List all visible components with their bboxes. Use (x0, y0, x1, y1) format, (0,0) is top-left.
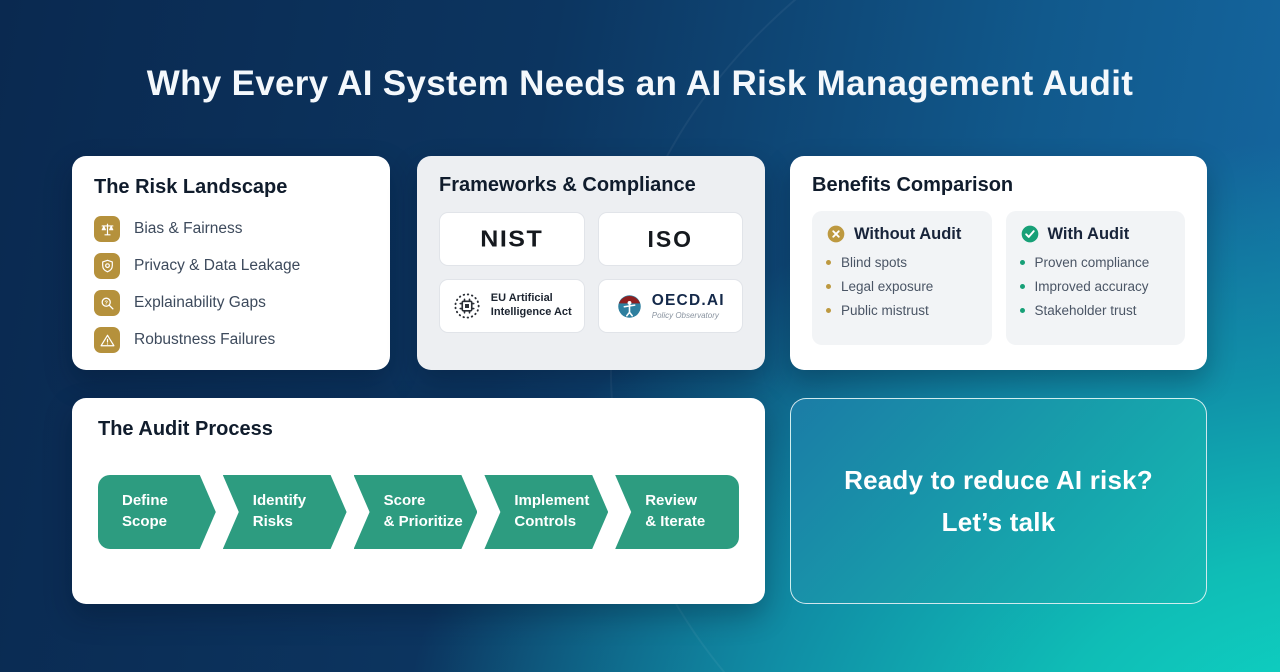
list-item: Privacy & Data Leakage (94, 253, 368, 279)
chip-icon (452, 291, 482, 321)
bullet-dot (1019, 260, 1025, 265)
magnifier-question-icon: ? (94, 290, 120, 316)
risk-item-label: Privacy & Data Leakage (134, 257, 301, 274)
bullet-dot (826, 308, 831, 313)
benefits-title: Benefits Comparison (812, 174, 1014, 196)
benefit-item-label: Legal exposure (841, 279, 934, 294)
page-title: Why Every AI System Needs an AI Risk Man… (146, 64, 1134, 103)
list-item: Stakeholder trust (1019, 303, 1172, 318)
without-audit-header: Without Audit (826, 224, 978, 244)
step-label-line: Risks (252, 513, 293, 530)
eu-ai-act-label: EU Artificial Intelligence Act (491, 292, 572, 320)
cta-question: Ready to reduce AI risk? (844, 464, 1153, 495)
risk-item-label: Bias & Fairness (134, 220, 243, 237)
process-step-score-prioritize: Score & Prioritize (354, 475, 478, 549)
step-label-line: Define (122, 492, 168, 510)
risk-landscape-title: The Risk Landscape (94, 176, 288, 198)
risk-item-label: Explainability Gaps (134, 294, 266, 311)
oecd-ai-logo-tile: OECD.AI Policy Observatory (597, 279, 743, 333)
list-item: Improved accuracy (1019, 279, 1172, 294)
eu-ai-act-logo-tile: EU Artificial Intelligence Act (439, 279, 585, 333)
check-circle-icon (1021, 225, 1038, 243)
risk-landscape-card: The Risk Landscape Bias & Fairness (72, 156, 390, 370)
shield-icon (94, 253, 120, 279)
benefit-item-label: Proven compliance (1034, 255, 1150, 270)
list-item: Blind spots (826, 255, 978, 270)
list-item: Robustness Failures (94, 327, 368, 353)
without-audit-list: Blind spots Legal exposure Public mistru… (826, 255, 978, 318)
bullet-dot (1019, 284, 1025, 289)
bullet-dot (1019, 308, 1025, 313)
bullet-dot (826, 260, 831, 265)
with-audit-header: With Audit (1020, 224, 1172, 244)
risk-list: Bias & Fairness Privacy & Data Leakage ? (94, 216, 368, 353)
step-label-line: Implement (514, 492, 590, 510)
process-step-define-scope: Define Scope (98, 475, 216, 549)
scales-icon (94, 216, 120, 242)
without-audit-title: Without Audit (854, 224, 962, 243)
list-item: Public mistrust (826, 303, 978, 318)
step-label-line: & Prioritize (383, 513, 463, 530)
nist-logo: NIST (480, 225, 544, 252)
audit-process-title: The Audit Process (98, 418, 273, 440)
step-label-line: Identify (252, 492, 307, 510)
frameworks-title: Frameworks & Compliance (439, 174, 696, 196)
nist-logo-tile: NIST (439, 212, 585, 266)
step-label-line: & Iterate (645, 513, 706, 530)
risk-item-label: Robustness Failures (134, 331, 276, 348)
audit-process-card: The Audit Process Define Scope Identify … (72, 398, 765, 604)
step-label-line: Score (383, 492, 426, 510)
warning-triangle-icon (94, 327, 120, 353)
eu-ai-act-line2: Intelligence Act (490, 306, 572, 318)
benefit-item-label: Stakeholder trust (1034, 303, 1137, 318)
iso-logo: ISO (647, 225, 694, 252)
process-step-identify-risks: Identify Risks (223, 475, 347, 549)
benefits-card: Benefits Comparison Without Audit Blind … (790, 156, 1207, 370)
without-audit-panel: Without Audit Blind spots Legal exposure… (812, 211, 992, 345)
benefit-item-label: Public mistrust (841, 303, 929, 318)
bullet-dot (826, 284, 831, 289)
svg-text:?: ? (104, 300, 108, 306)
list-item: ? Explainability Gaps (94, 290, 368, 316)
with-audit-panel: With Audit Proven compliance Improved ac… (1005, 211, 1185, 345)
step-label-line: Scope (122, 513, 168, 530)
frameworks-grid: NIST ISO EU Artificial Intelligence Act (439, 212, 743, 333)
x-circle-icon (827, 225, 845, 243)
iso-logo-tile: ISO (597, 212, 743, 266)
oecd-ai-label: OECD.AI Policy Observatory (652, 292, 725, 320)
oecd-ai-subtitle: Policy Observatory (651, 311, 719, 320)
with-audit-list: Proven compliance Improved accuracy Stak… (1019, 255, 1172, 318)
step-label-line: Controls (514, 513, 577, 530)
list-item: Legal exposure (826, 279, 978, 294)
process-flow: Define Scope Identify Risks Score & Prio… (98, 475, 739, 549)
frameworks-card: Frameworks & Compliance NIST ISO (417, 156, 765, 370)
with-audit-title: With Audit (1047, 224, 1130, 243)
benefit-item-label: Improved accuracy (1034, 279, 1149, 294)
list-item: Proven compliance (1019, 255, 1172, 270)
process-step-review-iterate: Review & Iterate (615, 475, 739, 549)
process-step-implement-controls: Implement Controls (484, 475, 608, 549)
benefit-item-label: Blind spots (841, 255, 908, 270)
cta-card[interactable]: Ready to reduce AI risk? Let’s talk (790, 398, 1207, 604)
eu-ai-act-line1: EU Artificial (490, 292, 553, 305)
oecd-globe-icon (616, 293, 643, 320)
oecd-ai-wordmark: OECD.AI (651, 292, 725, 309)
step-label-line: Review (645, 492, 697, 510)
cta-action: Let’s talk (941, 506, 1056, 537)
benefits-panels: Without Audit Blind spots Legal exposure… (812, 211, 1185, 345)
list-item: Bias & Fairness (94, 216, 368, 242)
